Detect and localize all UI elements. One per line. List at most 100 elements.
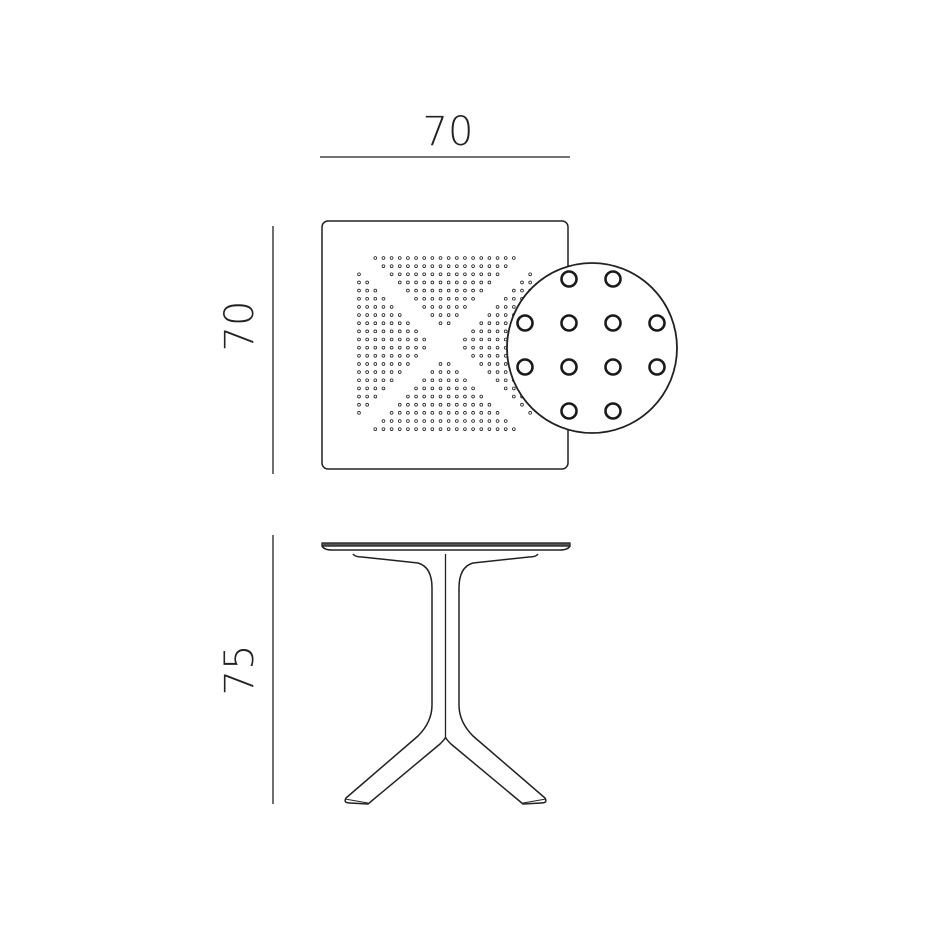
perforation-dot bbox=[479, 321, 484, 326]
perforation-dot bbox=[414, 256, 418, 260]
perforation-dot bbox=[365, 280, 369, 285]
perforation-dot bbox=[357, 362, 361, 366]
perforation-dot bbox=[422, 288, 427, 293]
perforation-dot bbox=[512, 296, 516, 301]
perforation-dot bbox=[397, 402, 402, 407]
perforation-dot bbox=[471, 386, 475, 391]
perforation-dot bbox=[503, 305, 508, 309]
perforation-dot bbox=[406, 264, 410, 268]
perforation-dot bbox=[430, 402, 435, 407]
perforation-dot bbox=[406, 272, 410, 277]
perforation-dot bbox=[430, 394, 435, 399]
perforation-dot bbox=[389, 370, 394, 374]
perforation-dot bbox=[463, 345, 467, 350]
detail-magnifier bbox=[506, 262, 678, 434]
perforation-dot bbox=[422, 337, 427, 342]
perforation-dot bbox=[397, 272, 402, 277]
perforation-dot bbox=[438, 305, 443, 309]
perforation-dot bbox=[365, 321, 369, 326]
perforation-dot bbox=[438, 313, 443, 317]
perforation-dot bbox=[389, 353, 394, 358]
perforation-dot bbox=[430, 313, 435, 317]
perforation-dot bbox=[471, 394, 475, 399]
perforation-dot bbox=[512, 288, 516, 293]
perforation-dot bbox=[365, 402, 369, 407]
table-top-view bbox=[321, 220, 678, 470]
perforation-dot bbox=[438, 394, 443, 399]
perforation-dot bbox=[414, 402, 418, 407]
perforation-dot bbox=[479, 419, 484, 423]
perforation-dot bbox=[365, 378, 369, 383]
perforation-dot bbox=[479, 402, 484, 407]
perforation-dot bbox=[414, 296, 418, 301]
perforation-dot bbox=[397, 313, 402, 317]
perforation-dot bbox=[414, 386, 418, 391]
perforation-dot bbox=[520, 280, 524, 285]
perforation-dot bbox=[357, 411, 361, 415]
perforation-dot bbox=[438, 272, 443, 277]
perforation-dot bbox=[406, 288, 410, 293]
perforation-dot bbox=[512, 386, 516, 391]
perforation-dot bbox=[495, 313, 500, 317]
perforation-dot bbox=[414, 337, 418, 342]
perforation-dot bbox=[357, 337, 361, 342]
perforation-dot bbox=[495, 353, 500, 358]
perforation-detail-dot bbox=[560, 314, 578, 332]
perforation-dot bbox=[389, 321, 394, 326]
perforation-dot bbox=[495, 362, 500, 366]
perforation-dot bbox=[381, 386, 386, 391]
perforation-dot bbox=[495, 337, 500, 342]
perforation-dot bbox=[471, 345, 475, 350]
perforation-dot bbox=[454, 378, 459, 383]
perforation-dot bbox=[479, 264, 484, 268]
perforation-dot bbox=[406, 419, 410, 423]
perforation-detail-dot bbox=[604, 358, 622, 376]
perforation-dot bbox=[503, 256, 508, 260]
perforation-dot bbox=[446, 313, 451, 317]
perforation-dot bbox=[454, 402, 459, 407]
perforation-dot bbox=[463, 411, 467, 415]
perforation-dot bbox=[397, 337, 402, 342]
perforation-dot bbox=[422, 419, 427, 423]
perforation-dot bbox=[487, 402, 492, 407]
perforation-dot bbox=[389, 329, 394, 334]
perforation-dot bbox=[373, 345, 378, 350]
perforation-dot bbox=[430, 288, 435, 293]
perforation-dot bbox=[503, 370, 508, 374]
perforation-dot bbox=[365, 288, 369, 293]
perforation-dot bbox=[406, 345, 410, 350]
perforation-dot bbox=[406, 329, 410, 334]
perforation-detail-dot bbox=[604, 270, 622, 288]
perforation-dot bbox=[512, 305, 516, 309]
perforation-dot bbox=[414, 280, 418, 285]
perforation-dot bbox=[357, 296, 361, 301]
perforation-dot bbox=[479, 427, 484, 431]
perforation-dot bbox=[520, 402, 524, 407]
perforation-dot bbox=[406, 337, 410, 342]
perforation-dot bbox=[479, 394, 484, 399]
perforation-dot bbox=[446, 305, 451, 309]
perforation-dot bbox=[454, 305, 459, 309]
perforation-dot bbox=[495, 411, 500, 415]
perforation-dot bbox=[487, 264, 492, 268]
perforation-dot bbox=[365, 386, 369, 391]
perforation-dot bbox=[454, 411, 459, 415]
perforation-dot bbox=[389, 313, 394, 317]
perforation-dot bbox=[397, 345, 402, 350]
perforation-dot bbox=[446, 419, 451, 423]
perforation-dot bbox=[381, 329, 386, 334]
perforation-dot bbox=[414, 394, 418, 399]
perforation-dot bbox=[495, 419, 500, 423]
perforation-dot bbox=[422, 427, 427, 431]
perforation-dot bbox=[487, 353, 492, 358]
perforation-dot bbox=[454, 280, 459, 285]
perforation-dot bbox=[438, 419, 443, 423]
perforation-dot bbox=[471, 256, 475, 260]
perforation-dot bbox=[381, 321, 386, 326]
perforation-dot bbox=[397, 362, 402, 366]
perforation-dot bbox=[487, 272, 492, 277]
perforation-dot bbox=[389, 378, 394, 383]
perforation-dot bbox=[397, 256, 402, 260]
perforation-dot bbox=[422, 402, 427, 407]
depth-dimension-label: 70 bbox=[217, 301, 263, 352]
